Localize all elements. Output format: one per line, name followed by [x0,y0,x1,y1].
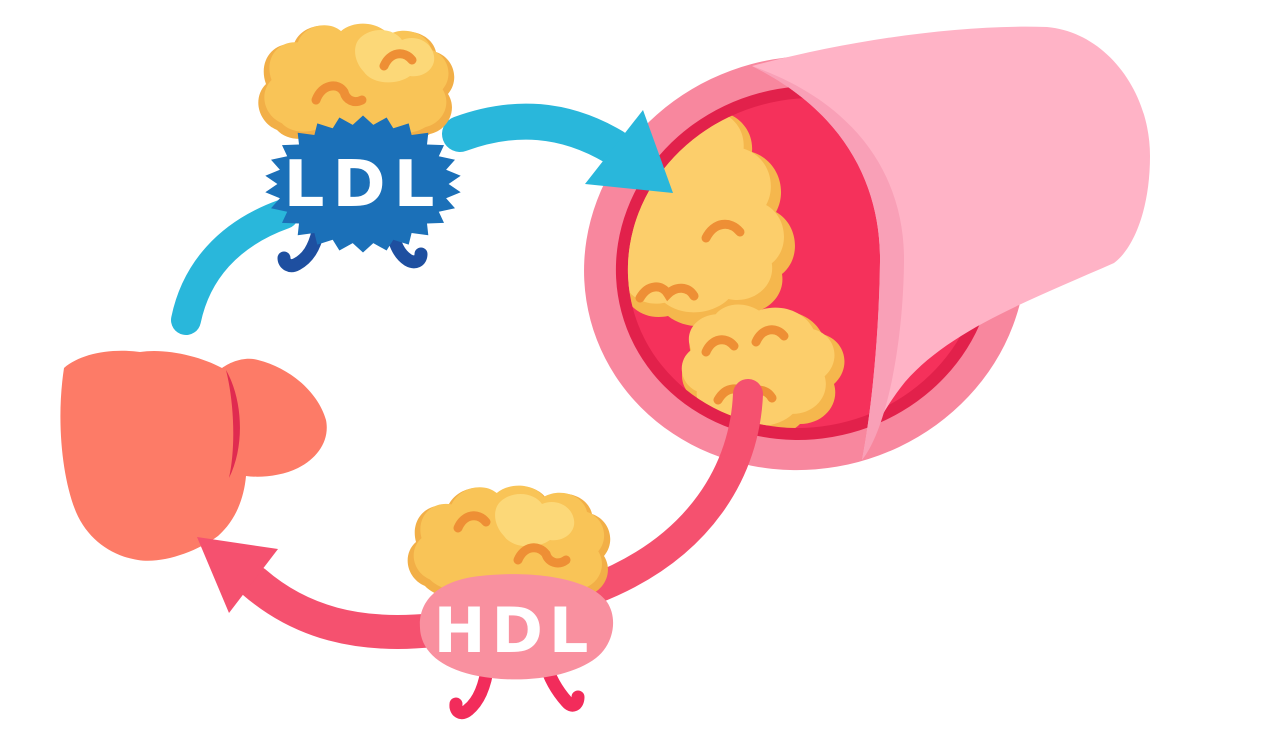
blob-squiggle [311,81,367,107]
plaque-squiggle [701,335,739,357]
hdl-particle: HDL [407,485,614,720]
ldl-legs [277,221,428,273]
blob-squiggle [453,511,491,533]
hdl-to-liver-arrowhead [197,537,278,613]
ldl-particle: LDL [258,23,461,273]
ldl-badge-shape [265,115,461,253]
liver-body [60,350,327,561]
plaque-squiggle [751,325,789,347]
blob-squiggle [379,49,417,71]
hdl-label: HDL [434,594,595,667]
ldl-to-vessel-arrowhead [585,110,673,193]
hdl-blob-highlight [495,493,575,547]
flow-vessel-to-hdl [577,379,763,605]
flow-ldl-to-vessel [442,103,673,193]
hdl-to-liver-shaft [237,565,451,649]
hdl-left-leg [449,657,495,720]
plaque-bottom [681,304,845,438]
flow-hdl-to-liver [197,537,451,649]
ldl-label: LDL [284,148,443,222]
hdl-blob-texture [453,511,571,568]
plaque-squiggle [701,219,745,243]
liver [60,350,327,561]
ldl-to-vessel-shaft [442,103,632,165]
plaque-squiggle [635,282,699,303]
hdl-badge-shape [419,574,614,680]
liver-crease [226,370,240,478]
flow-liver-to-ldl [171,199,299,335]
ldl-left-leg [277,225,325,273]
blood-vessel [584,26,1150,471]
ldl-right-leg [385,221,428,269]
vessel-to-hdl-arc [577,379,763,605]
vessel-wall-shade [752,66,905,460]
liver-to-ldl-arc [171,199,299,335]
blob-squiggle [513,543,571,568]
ldl-blob-texture [311,49,417,107]
